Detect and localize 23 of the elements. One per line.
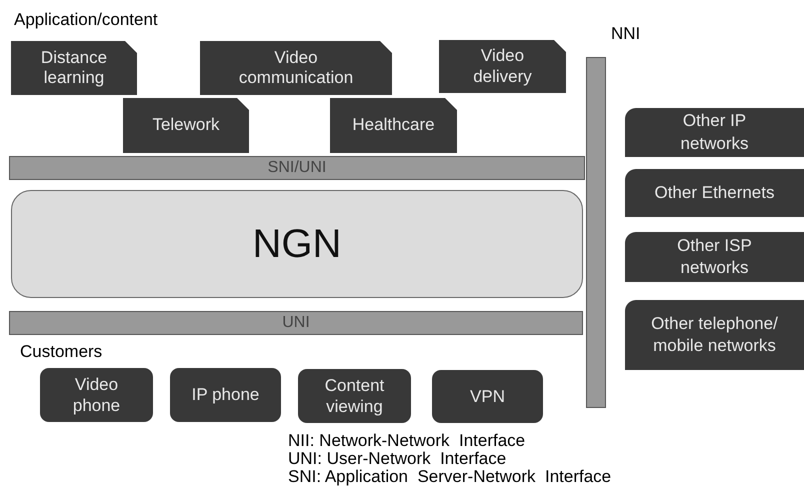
section-heading: Customers: [20, 342, 102, 362]
legend-note: NII: Network-Network Interface: [288, 432, 526, 450]
legend-note: UNI: User-Network Interface: [288, 450, 506, 468]
application-box: Video communication: [200, 41, 392, 95]
network-box: Other IP networks: [625, 108, 804, 157]
customer-box: IP phone: [170, 368, 281, 422]
application-box: Healthcare: [330, 98, 457, 153]
customer-box: Content viewing: [298, 369, 411, 423]
customer-box: Video phone: [40, 368, 153, 422]
interface-label: NNI: [611, 24, 640, 44]
network-core-box: NGN: [11, 190, 583, 298]
interface-bar: [586, 57, 606, 408]
interface-bar: SNI/UNI: [9, 156, 585, 180]
customer-box: VPN: [432, 370, 543, 423]
network-box: Other Ethernets: [625, 169, 804, 217]
application-box: Distance learning: [11, 41, 137, 95]
application-box: Video delivery: [439, 40, 566, 93]
interface-bar: UNI: [9, 311, 583, 335]
legend-note: SNI: Application Server-Network Interface: [288, 468, 612, 486]
network-box: Other ISP networks: [625, 232, 804, 282]
section-heading: Application/content: [14, 10, 158, 30]
network-box: Other telephone/ mobile networks: [625, 300, 804, 370]
application-box: Telework: [123, 98, 249, 153]
